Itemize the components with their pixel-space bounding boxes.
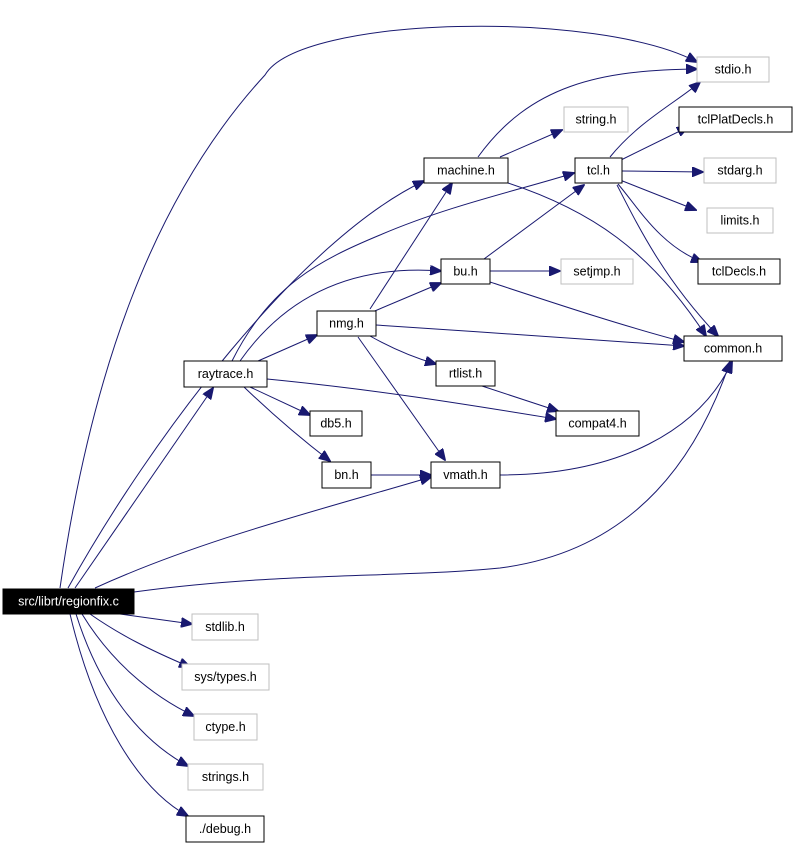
node-limits[interactable]: limits.h [706,207,774,234]
node-machine[interactable]: machine.h [423,157,509,184]
edge-machine-string [499,130,562,158]
node-stdlib-label: stdlib.h [205,620,245,634]
node-string-label: string.h [576,113,617,127]
node-bu-label: bu.h [453,265,477,279]
node-raytrace-label: raytrace.h [198,367,254,381]
node-vmath[interactable]: vmath.h [430,461,501,489]
edge-machine-stdio [477,69,697,158]
edge-vmath-common [499,362,732,476]
edge-regionfix-stdio [59,25,697,589]
edge-raytrace-bn [243,386,330,461]
node-bn[interactable]: bn.h [321,461,372,489]
node-tcldecls-label: tclDecls.h [712,265,766,279]
edge-raytrace-compat4 [266,378,556,419]
node-strings-label: strings.h [202,770,249,784]
node-tclplat[interactable]: tclPlatDecls.h [678,106,793,133]
node-systypes[interactable]: sys/types.h [181,663,270,691]
node-tcldecls[interactable]: tclDecls.h [697,258,781,285]
edge-regionfix-strings [75,613,188,766]
edge-rtlist-compat4 [481,385,558,411]
edge-raytrace-tcl [231,173,574,362]
edge-tcl-common [616,184,718,336]
node-bn-label: bn.h [334,468,358,482]
nodes: src/librt/regionfix.c stdio.h string.h t… [2,56,793,843]
node-limits-label: limits.h [721,214,760,228]
node-stdio[interactable]: stdio.h [696,56,770,83]
edge-tcl-stdio [609,82,700,158]
edge-regionfix-common [133,362,730,593]
edge-regionfix-systypes [89,613,190,667]
node-rtlist-label: rtlist.h [449,367,482,381]
edge-regionfix-machine [67,181,424,589]
edge-tcl-tcldecls [617,183,702,262]
edge-regionfix-vmath [94,477,431,589]
edge-raytrace-db5 [249,386,310,415]
edge-nmg-bu [369,283,441,314]
node-db5[interactable]: db5.h [309,410,363,437]
node-common-label: common.h [704,342,762,356]
node-debug-label: ./debug.h [199,822,251,836]
node-stdarg-label: stdarg.h [717,164,762,178]
node-stdarg[interactable]: stdarg.h [703,157,777,184]
edge-regionfix-debug [69,613,188,816]
node-nmg-label: nmg.h [329,317,364,331]
edge-machine-common [507,182,706,336]
node-vmath-label: vmath.h [443,468,488,482]
edge-tcl-stdarg [621,171,703,172]
edge-nmg-machine [369,183,452,310]
edge-nmg-common [375,324,684,346]
node-systypes-label: sys/types.h [194,670,257,684]
edge-regionfix-stdlib [119,613,192,624]
node-stdlib[interactable]: stdlib.h [191,613,259,641]
node-stdio-label: stdio.h [715,63,752,77]
node-string[interactable]: string.h [563,106,629,133]
edge-bu-common [489,281,684,342]
node-machine-label: machine.h [437,164,495,178]
node-ctype[interactable]: ctype.h [193,713,258,741]
node-setjmp-label: setjmp.h [573,265,620,279]
edge-raytrace-bu [239,270,441,362]
node-tclplat-label: tclPlatDecls.h [698,113,774,127]
node-regionfix[interactable]: src/librt/regionfix.c [2,588,135,615]
node-tcl[interactable]: tcl.h [574,157,623,184]
node-nmg[interactable]: nmg.h [316,310,377,337]
node-compat4[interactable]: compat4.h [555,410,640,437]
edge-nmg-vmath [357,336,445,460]
edges [59,25,732,816]
edge-raytrace-nmg [257,335,317,362]
node-strings[interactable]: strings.h [187,763,264,791]
node-bu[interactable]: bu.h [440,258,491,285]
node-regionfix-label: src/librt/regionfix.c [18,595,119,609]
node-raytrace[interactable]: raytrace.h [183,360,268,388]
node-compat4-label: compat4.h [568,417,626,431]
edge-regionfix-raytrace [74,388,213,589]
edge-bu-tcl [483,185,584,260]
node-db5-label: db5.h [320,417,351,431]
edge-nmg-rtlist [369,335,436,364]
node-tcl-label: tcl.h [587,164,610,178]
edge-regionfix-ctype [81,613,194,716]
edge-tcl-tclplat [620,127,688,161]
node-debug[interactable]: ./debug.h [185,815,265,843]
node-ctype-label: ctype.h [205,720,245,734]
node-rtlist[interactable]: rtlist.h [435,360,496,387]
node-setjmp[interactable]: setjmp.h [560,258,634,285]
edge-tcl-limits [619,179,696,210]
node-common[interactable]: common.h [683,335,783,362]
